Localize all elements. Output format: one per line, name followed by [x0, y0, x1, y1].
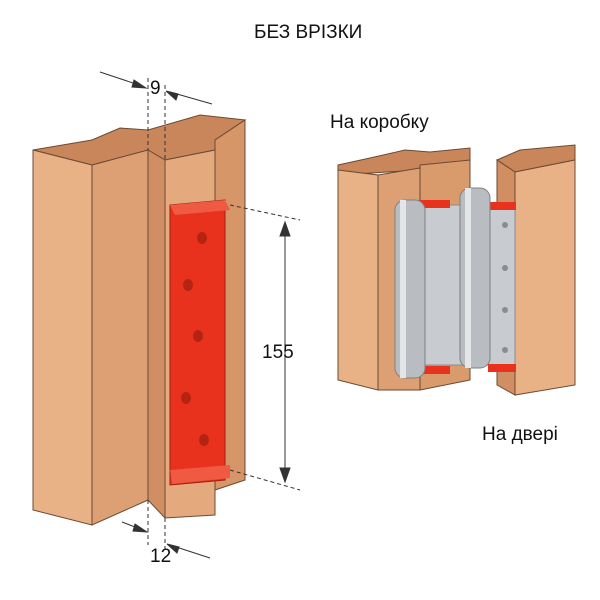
frame-rebate-face [147, 149, 166, 520]
dimension-top-offset: 9 [150, 78, 161, 99]
frame-side-face [91, 149, 149, 526]
mounting-plate [169, 199, 230, 486]
diagram-title: БЕЗ ВРІЗКИ [254, 22, 363, 43]
dimension-lines [99, 71, 301, 559]
spring-hinge [394, 187, 516, 379]
frame-label: На коробку [330, 112, 429, 133]
door-label: На двері [482, 424, 558, 445]
dimension-bottom-offset: 12 [150, 546, 172, 567]
dimension-height: 155 [262, 342, 294, 363]
frame-front-face [32, 149, 93, 526]
